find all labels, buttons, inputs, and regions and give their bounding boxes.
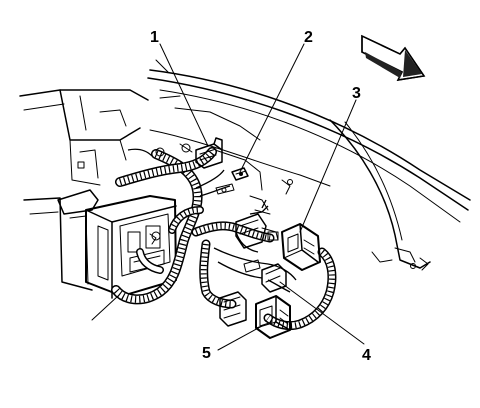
fastener-clip-2 [215, 167, 249, 195]
connector-1 [155, 137, 223, 169]
callout-2: 2 [304, 29, 313, 46]
callout-labels: 1 2 3 4 5 [150, 29, 371, 364]
callout-5: 5 [202, 345, 211, 362]
callout-1: 1 [150, 29, 159, 46]
connector-3 [235, 213, 321, 271]
body-structure [19, 59, 471, 291]
callout-leaders [91, 43, 365, 351]
module-housing [57, 189, 177, 299]
wiring-harness-conduit [111, 147, 337, 331]
loose-wires [127, 148, 297, 293]
front-direction-arrow-icon [361, 34, 426, 81]
connector-4 [243, 259, 287, 293]
connector-5 [219, 291, 291, 339]
callout-4: 4 [362, 347, 371, 364]
callout-3: 3 [352, 85, 361, 102]
